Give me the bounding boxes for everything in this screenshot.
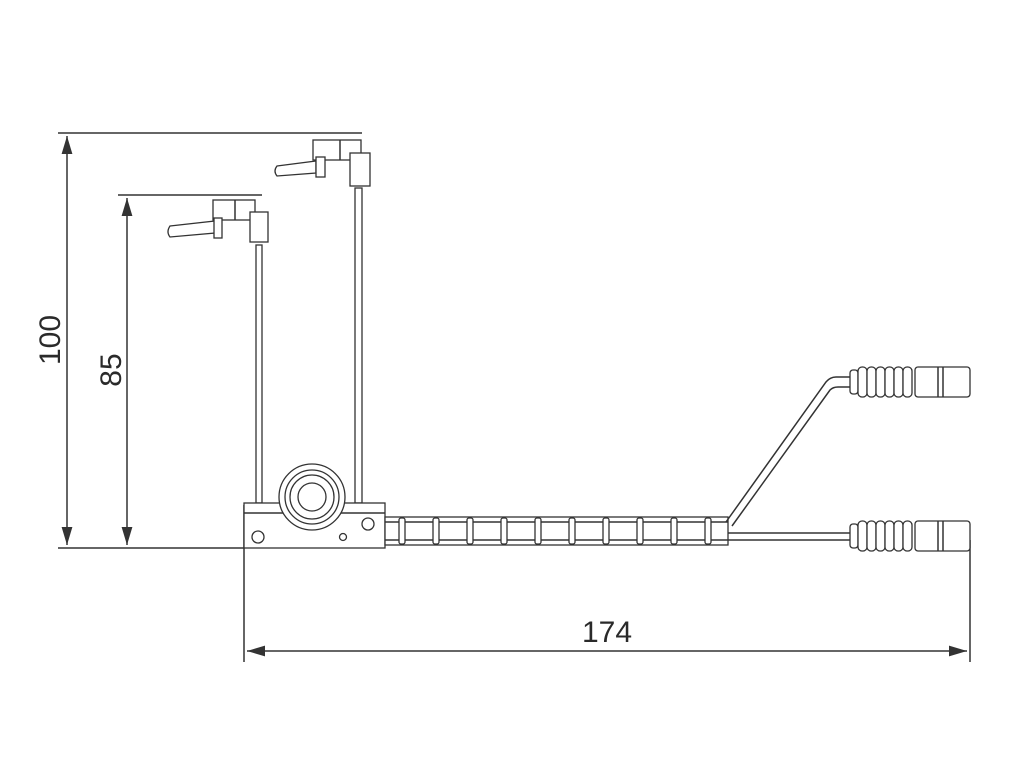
sleeve-rib [568, 517, 576, 545]
sensor-wires [255, 187, 363, 504]
cables [725, 376, 850, 541]
extension-lines [58, 132, 971, 662]
sensor-probe-left [167, 199, 269, 243]
plug-connector-upper [849, 366, 971, 398]
sleeve-rib [704, 517, 712, 545]
sleeve-rib [636, 517, 644, 545]
dimension-label-100: 100 [34, 315, 67, 365]
sleeve-rib [466, 517, 474, 545]
sleeve-rib [398, 517, 406, 545]
mounting-bracket [243, 463, 386, 549]
sleeve-rib [432, 517, 440, 545]
dimension-label-85: 85 [95, 353, 128, 386]
sensor-probe-right [274, 139, 371, 187]
sleeve-rib [534, 517, 542, 545]
plug-connector-lower [849, 520, 971, 552]
cable-sleeve [384, 516, 729, 546]
dimension-label-174: 174 [582, 616, 632, 649]
sleeve-rib [500, 517, 508, 545]
sleeve-rib [602, 517, 610, 545]
sleeve-rib [670, 517, 678, 545]
